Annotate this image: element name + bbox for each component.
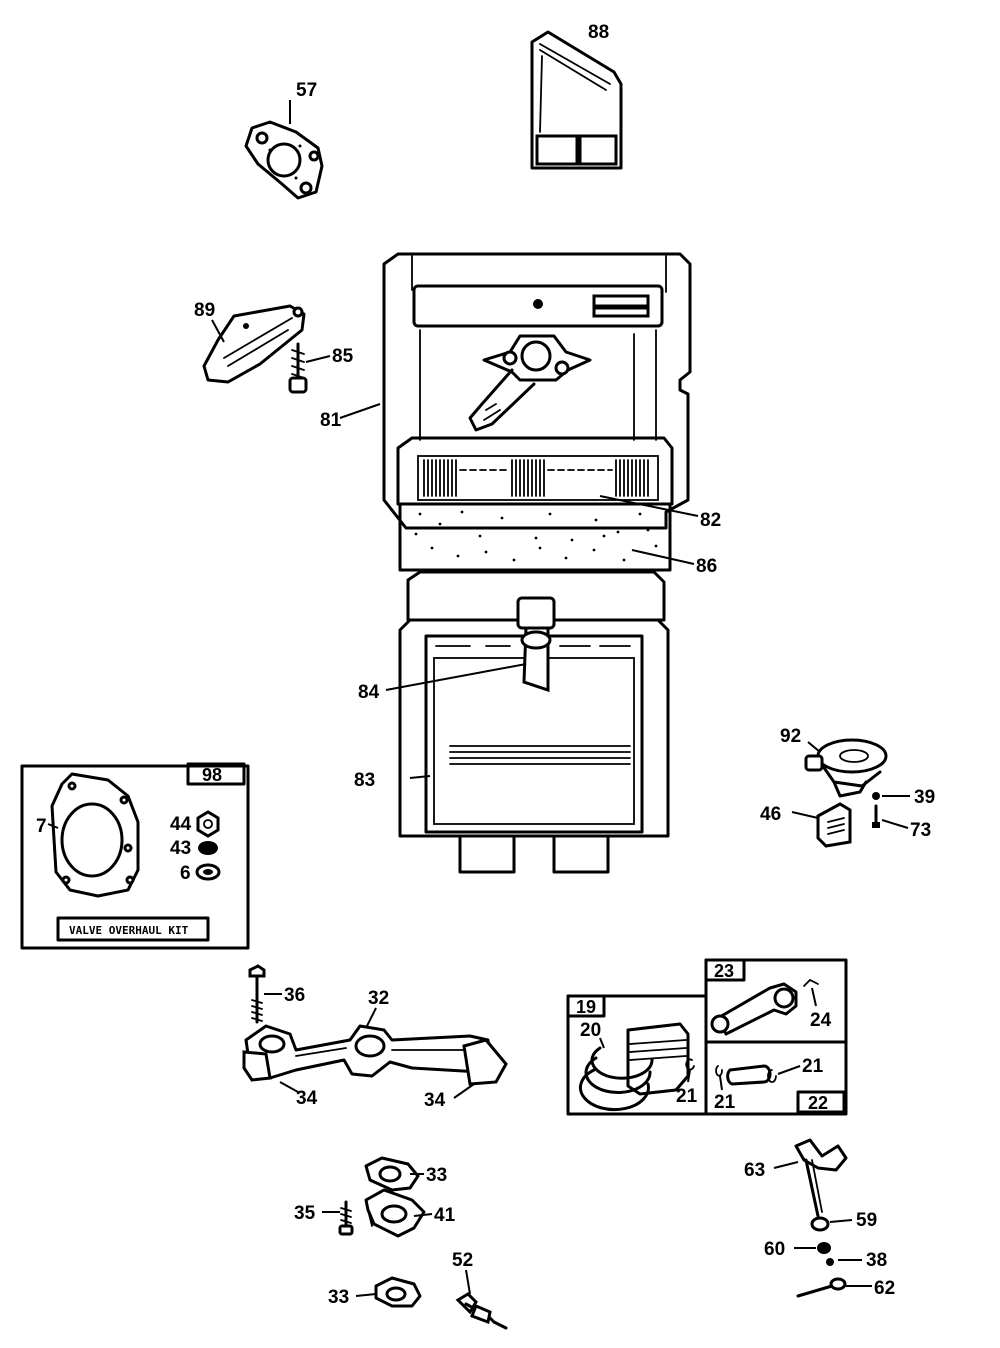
label-21-bottom: 21 xyxy=(714,1092,736,1113)
part-41-spacer xyxy=(364,1188,426,1238)
part-39-washer xyxy=(872,792,880,800)
label-84: 84 xyxy=(358,682,380,703)
part-20-rings xyxy=(579,1046,654,1112)
label-60: 60 xyxy=(764,1239,785,1260)
part-44-nut xyxy=(196,810,220,838)
label-34-left: 34 xyxy=(296,1088,318,1109)
label-35: 35 xyxy=(294,1203,316,1224)
part-84-knob xyxy=(516,596,556,693)
part-36-bolt xyxy=(248,964,266,1024)
part-60-nut xyxy=(817,1242,831,1254)
part-73-screw xyxy=(872,804,880,828)
label-86: 86 xyxy=(696,556,717,577)
part-32-manifold xyxy=(242,1024,508,1086)
part-52-plug xyxy=(455,1292,508,1330)
part-85-screw xyxy=(288,342,308,394)
part-43-seal xyxy=(198,841,218,855)
part-7-gasket-outline xyxy=(50,772,140,898)
label-82: 82 xyxy=(700,510,721,531)
label-46: 46 xyxy=(760,804,781,825)
label-36: 36 xyxy=(284,985,305,1006)
part-19-piston xyxy=(626,1022,695,1096)
kit-name: VALVE OVERHAUL KIT xyxy=(69,924,189,937)
label-88: 88 xyxy=(588,22,609,43)
part-81-base xyxy=(382,252,692,530)
label-73: 73 xyxy=(910,820,931,841)
label-20: 20 xyxy=(580,1020,601,1041)
kit-98-box xyxy=(20,762,250,950)
part-35-screw xyxy=(338,1200,354,1236)
part-89-bracket xyxy=(202,304,306,384)
label-63: 63 xyxy=(744,1160,765,1181)
kit-22-box xyxy=(704,1040,848,1116)
label-44: 44 xyxy=(170,814,192,835)
label-85: 85 xyxy=(332,346,354,367)
part-46-block xyxy=(816,802,852,848)
part-88-precleaner xyxy=(530,30,623,170)
label-89: 89 xyxy=(194,300,215,321)
part-63-shaft xyxy=(794,1138,848,1218)
part-92-governor xyxy=(804,738,888,798)
label-59: 59 xyxy=(856,1210,877,1231)
label-57: 57 xyxy=(296,80,317,101)
part-82-filter xyxy=(396,436,674,506)
label-21-right: 21 xyxy=(802,1056,824,1077)
label-38: 38 xyxy=(866,1250,887,1271)
label-23: 23 xyxy=(714,961,734,981)
label-81: 81 xyxy=(320,410,342,431)
part-33-gasket-lower xyxy=(374,1276,422,1308)
label-83: 83 xyxy=(354,770,375,791)
part-23-rod xyxy=(710,978,819,1036)
label-98: 98 xyxy=(202,765,222,785)
label-62: 62 xyxy=(874,1278,895,1299)
label-43: 43 xyxy=(170,838,191,859)
label-34-right: 34 xyxy=(424,1090,446,1111)
label-33-upper: 33 xyxy=(426,1165,447,1186)
label-33-lower: 33 xyxy=(328,1287,349,1308)
label-21-piston: 21 xyxy=(676,1086,698,1107)
part-62-pin xyxy=(796,1277,847,1298)
label-52: 52 xyxy=(452,1250,473,1271)
label-7: 7 xyxy=(36,816,47,837)
label-32: 32 xyxy=(368,988,389,1009)
part-22-pin xyxy=(715,1064,777,1086)
label-19: 19 xyxy=(576,997,596,1017)
part-57-gasket xyxy=(244,120,324,200)
label-39: 39 xyxy=(914,787,935,808)
part-59-washer xyxy=(810,1216,830,1232)
label-24: 24 xyxy=(810,1010,832,1031)
part-38-ball xyxy=(826,1258,834,1266)
label-6: 6 xyxy=(180,863,191,884)
label-92: 92 xyxy=(780,726,801,747)
label-41: 41 xyxy=(434,1205,456,1226)
part-6-washer xyxy=(195,863,221,881)
label-22: 22 xyxy=(808,1093,828,1113)
part-33-gasket-upper xyxy=(364,1156,420,1192)
kit-name-plate xyxy=(56,916,210,942)
part-86-foam xyxy=(398,502,672,572)
